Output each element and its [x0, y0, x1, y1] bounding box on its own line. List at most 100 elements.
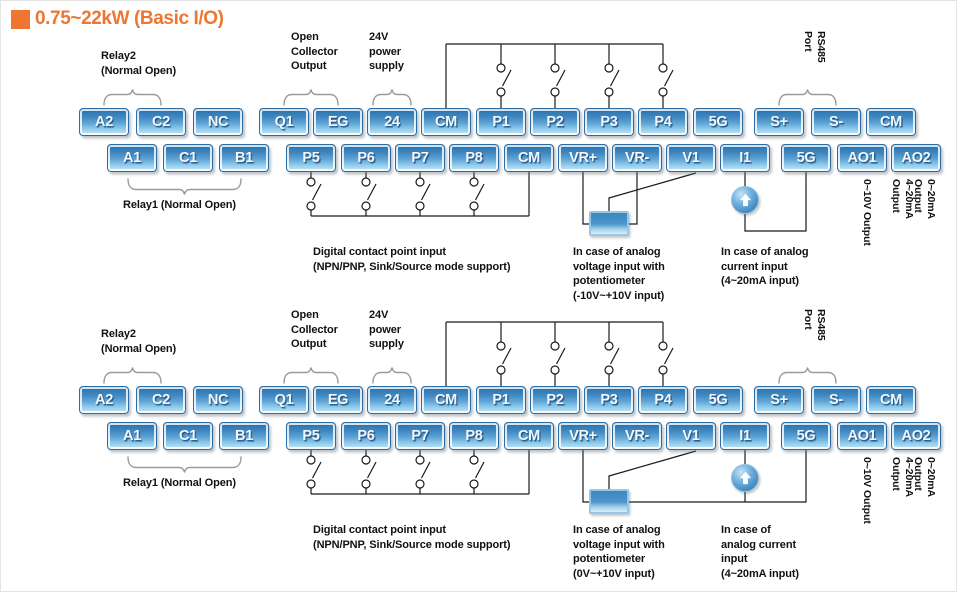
terminal-c1: C1 [163, 422, 213, 450]
wire-path [555, 347, 566, 365]
output-0-20ma-label: 0~20mA Output [912, 457, 937, 497]
terminal-p6: P6 [341, 144, 391, 172]
bracket [283, 89, 339, 106]
wire-path [609, 347, 620, 365]
switch-contact-icon [469, 201, 479, 211]
terminal-5g: 5G [781, 422, 831, 450]
switch-contact-icon [306, 479, 316, 489]
wire-path [366, 183, 377, 201]
terminal-cm: CM [866, 386, 916, 414]
section-title-text: 0.75~22kW (Basic I/O) [35, 8, 224, 29]
wire-path [609, 69, 620, 87]
switch-contact-icon [469, 177, 479, 187]
terminal-5g: 5G [693, 386, 743, 414]
switch-contact-icon [306, 177, 316, 187]
terminal-p4: P4 [638, 386, 688, 414]
terminal-vr-minus: VR- [612, 144, 662, 172]
switch-contact-icon [496, 63, 506, 73]
switch-contact-icon [496, 341, 506, 351]
terminal-cm: CM [421, 386, 471, 414]
terminal-p7: P7 [395, 144, 445, 172]
switch-contact-icon [415, 479, 425, 489]
terminal-i1: I1 [720, 144, 770, 172]
voltage-input-label: In case of analog voltage input with pot… [573, 524, 665, 580]
terminal-vr-plus: VR+ [558, 144, 608, 172]
open-collector-label: Open Collector Output [291, 31, 338, 72]
terminal-p5: P5 [286, 422, 336, 450]
power-24v-label: 24V power supply [369, 31, 404, 72]
terminal-eg: EG [313, 386, 363, 414]
switch-contact-icon [604, 365, 614, 375]
terminal-c1: C1 [163, 144, 213, 172]
terminal-nc: NC [193, 108, 243, 136]
current-source-icon [731, 464, 759, 492]
switch-contact-icon [496, 365, 506, 375]
wire-path [474, 461, 485, 479]
wire-path [420, 183, 431, 201]
terminal-p2: P2 [530, 386, 580, 414]
terminal-eg: EG [313, 108, 363, 136]
wire-path [629, 172, 638, 225]
terminal-5g: 5G [781, 144, 831, 172]
potentiometer-icon [589, 211, 629, 236]
terminal-s-minus: S- [811, 108, 861, 136]
wire-path [629, 450, 807, 503]
switch-contact-icon [415, 177, 425, 187]
potentiometer-icon [589, 489, 629, 514]
relay1-label: Relay1 (Normal Open) [123, 477, 236, 489]
terminal-v1: V1 [666, 144, 716, 172]
terminal-p7: P7 [395, 422, 445, 450]
output-0-20ma-label: 0~20mA Output [912, 179, 937, 219]
terminal-p1: P1 [476, 386, 526, 414]
current-input-label: In case of analog current input (4~20mA … [721, 524, 799, 580]
terminal-5g: 5G [693, 108, 743, 136]
switch-contact-icon [306, 455, 316, 465]
wire-path [555, 69, 566, 87]
switch-contact-icon [361, 455, 371, 465]
bracket [103, 367, 162, 384]
bracket [127, 178, 242, 195]
switch-contact-icon [415, 455, 425, 465]
wire-path [366, 461, 377, 479]
switch-contact-icon [361, 201, 371, 211]
bracket [103, 89, 162, 106]
switch-contact-icon [604, 87, 614, 97]
bracket [283, 367, 339, 384]
arrow-up-icon [739, 193, 751, 206]
terminal-p6: P6 [341, 422, 391, 450]
switch-contact-icon [658, 341, 668, 351]
wire-path [663, 347, 674, 365]
switch-contact-icon [658, 365, 668, 375]
wiring-diagram-bipolar-input: Relay2 (Normal Open) Open Collector Outp… [1, 1, 956, 302]
wire-path [501, 347, 512, 365]
terminal-b1: B1 [219, 422, 269, 450]
terminal-p1: P1 [476, 108, 526, 136]
wire-path [608, 172, 697, 211]
open-collector-label: Open Collector Output [291, 309, 338, 350]
switch-contact-icon [604, 341, 614, 351]
terminal-nc: NC [193, 386, 243, 414]
terminal-q1: Q1 [259, 386, 309, 414]
orange-square-icon [11, 9, 30, 29]
switch-contact-icon [469, 479, 479, 489]
switch-contact-icon [361, 177, 371, 187]
section-title: 0.75~22kW (Basic I/O) [11, 8, 224, 30]
terminal-p8: P8 [449, 144, 499, 172]
terminal-p8: P8 [449, 422, 499, 450]
terminal-a1: A1 [107, 144, 157, 172]
terminal-cm: CM [866, 108, 916, 136]
switch-contact-icon [658, 63, 668, 73]
terminal-p3: P3 [584, 108, 634, 136]
terminal-a2: A2 [79, 108, 129, 136]
terminal-c2: C2 [136, 386, 186, 414]
terminal-24: 24 [367, 386, 417, 414]
terminal-c2: C2 [136, 108, 186, 136]
terminal-ao1: AO1 [837, 144, 887, 172]
current-source-icon [731, 186, 759, 214]
switch-contact-icon [361, 479, 371, 489]
terminal-i1: I1 [720, 422, 770, 450]
terminal-ao2: AO2 [891, 422, 941, 450]
relay2-label: Relay2 (Normal Open) [101, 50, 177, 77]
terminal-b1: B1 [219, 144, 269, 172]
